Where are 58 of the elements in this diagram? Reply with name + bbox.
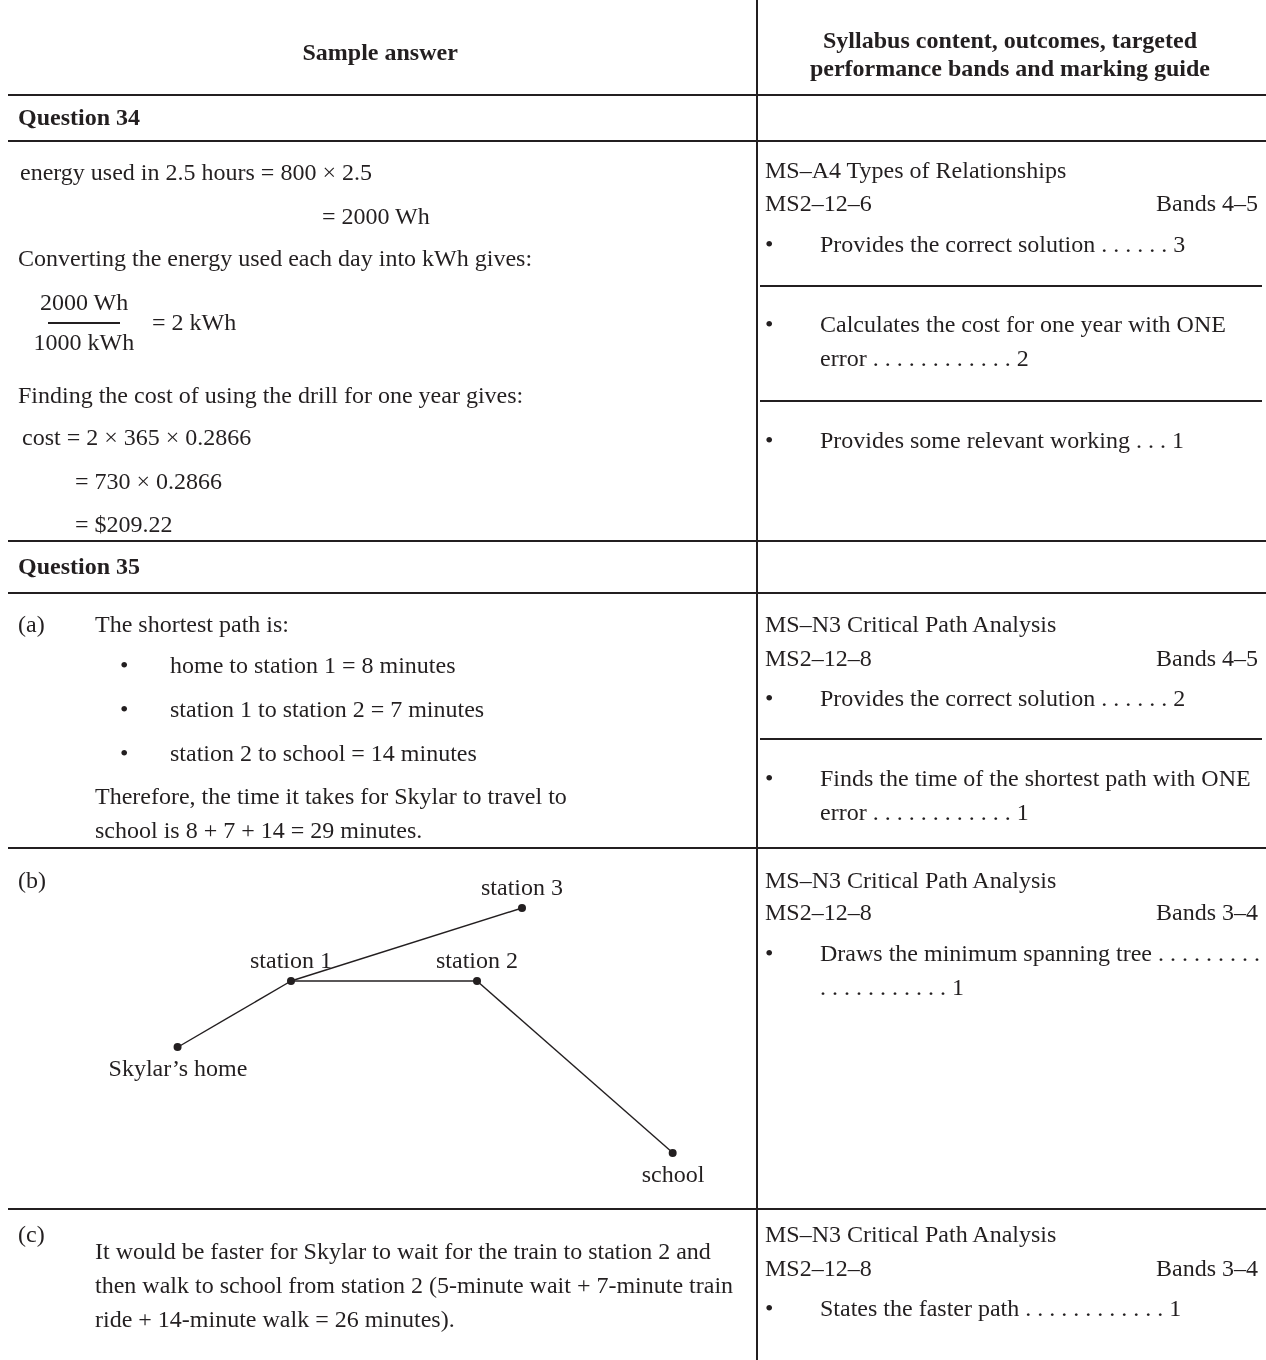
- question-heading: Question 34: [18, 103, 140, 132]
- outcome-code: MS2–12–6: [765, 189, 872, 218]
- bullet: •: [765, 1294, 774, 1323]
- marking-criterion: Provides the correct solution . . . . . . 3: [820, 230, 1186, 259]
- answer-text: Therefore, the time it takes for Skylar to travel to school is 8 + 7 + 14 = 29 minutes.: [95, 782, 568, 845]
- band-text: Bands 4–5: [1156, 644, 1258, 673]
- equation-line: = 730 × 0.2866: [75, 467, 223, 496]
- bullet: •: [765, 684, 774, 713]
- marking-criterion: States the faster path . . . . . . . . . . . . 1: [820, 1294, 1182, 1323]
- vertex-label: school: [641, 1160, 705, 1189]
- answer-text: The shortest path is:: [95, 610, 289, 639]
- column-header: Sample answer: [302, 38, 458, 67]
- part-label: (a): [18, 610, 45, 639]
- marking-criterion: Finds the time of the shortest path with ONE error . . . . . . . . . . . . 1: [820, 764, 1252, 827]
- equation-line: = $209.22: [75, 510, 173, 539]
- vertex-label: station 2: [436, 946, 518, 975]
- answer-text: station 1 to station 2 = 7 minutes: [170, 695, 485, 724]
- bullet: •: [120, 695, 129, 724]
- equation-line: energy used in 2.5 hours = 800 × 2.5: [20, 158, 372, 187]
- answer-text: It would be faster for Skylar to wait for the train to station 2 and then walk to school from station 2 (5-minute wait + 7-minute train ride + 14-minute walk = 26 minutes).: [95, 1237, 735, 1334]
- outcome-code: MS2–12–8: [765, 1254, 872, 1283]
- bullet: •: [765, 764, 774, 793]
- question-heading: Question 35: [18, 552, 140, 581]
- fraction-denominator: 1000 kWh: [33, 328, 135, 357]
- vertex-label: station 1: [250, 946, 332, 975]
- band-text: Bands 3–4: [1156, 898, 1258, 927]
- equation-line: = 2 kWh: [152, 308, 237, 337]
- answer-text: station 2 to school = 14 minutes: [170, 739, 477, 768]
- bullet: •: [765, 939, 774, 968]
- syllabus-content: MS–N3 Critical Path Analysis: [765, 1220, 1057, 1249]
- vertex-label: Skylar’s home: [108, 1054, 248, 1083]
- part-label: (c): [18, 1220, 45, 1249]
- fraction-numerator: 2000 Wh: [40, 288, 129, 317]
- marking-criterion: Provides some relevant working . . . 1: [820, 426, 1184, 455]
- bullet: •: [765, 310, 774, 339]
- syllabus-content: MS–A4 Types of Relationships: [765, 156, 1067, 185]
- marking-criterion: Provides the correct solution . . . . . . 2: [820, 684, 1186, 713]
- bullet: •: [765, 230, 774, 259]
- syllabus-content: MS–N3 Critical Path Analysis: [765, 866, 1057, 895]
- band-text: Bands 4–5: [1156, 189, 1258, 218]
- answer-text: home to station 1 = 8 minutes: [170, 651, 456, 680]
- equation-line: = 2000 Wh: [322, 202, 430, 231]
- syllabus-content: MS–N3 Critical Path Analysis: [765, 610, 1057, 639]
- marking-criterion: Draws the minimum spanning tree . . . . . . . . . . . . . . . . . . . . 1: [820, 939, 1260, 1002]
- part-label: (b): [18, 866, 46, 895]
- outcome-code: MS2–12–8: [765, 898, 872, 927]
- bullet: •: [120, 651, 129, 680]
- band-text: Bands 3–4: [1156, 1254, 1258, 1283]
- outcome-code: MS2–12–8: [765, 644, 872, 673]
- working-text: Converting the energy used each day into kWh gives:: [18, 244, 533, 273]
- equation-line: cost = 2 × 365 × 0.2866: [22, 423, 252, 452]
- network-vertex: [108, 1041, 248, 1083]
- bullet: •: [120, 739, 129, 768]
- working-text: Finding the cost of using the drill for one year gives:: [18, 381, 524, 410]
- marking-criterion: Calculates the cost for one year with ONE error . . . . . . . . . . . . 2: [820, 310, 1227, 373]
- column-header: Syllabus content, outcomes, targeted performance bands and marking guide: [808, 26, 1211, 82]
- bullet: •: [765, 426, 774, 455]
- vertex-label: station 3: [481, 873, 563, 902]
